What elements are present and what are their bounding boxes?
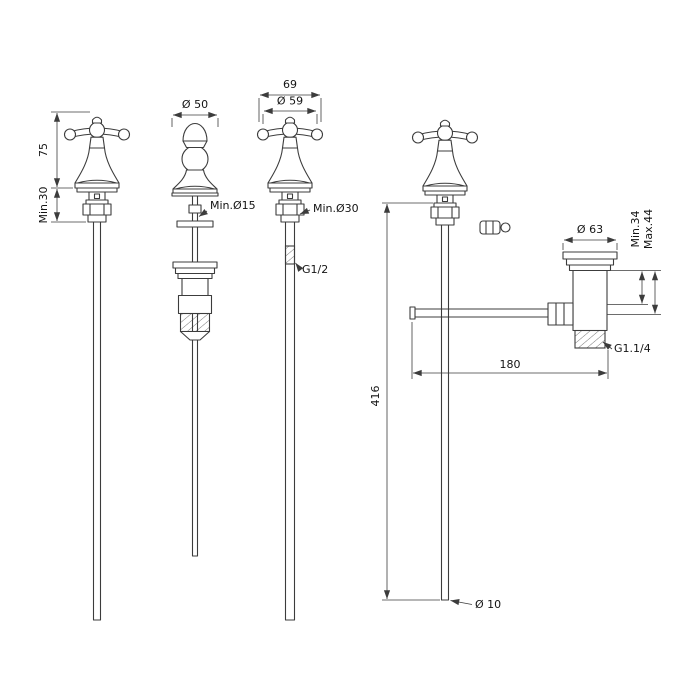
drain-thread (574, 329, 606, 349)
dim-d50: Ø 50 (171, 98, 219, 127)
drain-flange-1 (562, 251, 618, 260)
right-valve-handle (256, 116, 324, 193)
dim-d50-label: Ø 50 (182, 98, 208, 111)
dim-min-d15-leader (198, 209, 208, 217)
waste-tail-rod (191, 339, 199, 557)
dim-g114-label: G1.1/4 (614, 342, 651, 355)
left-valve-rod (92, 221, 102, 621)
dim-min-d30-leader (299, 207, 311, 215)
pipe-compression-nut (547, 302, 574, 326)
waste-flange-2 (174, 267, 216, 275)
left-valve-base (82, 191, 112, 223)
waste-thread (179, 312, 211, 333)
dim-min-d30: Min.Ø30 (299, 202, 359, 215)
right-valve-base (275, 191, 305, 223)
dim-min34-label: Min.34 (629, 210, 642, 247)
dim-min30-label: Min.30 (37, 186, 50, 223)
pipe-end-cap (409, 306, 416, 320)
dim-g12-leader (295, 262, 304, 272)
dim-min30: Min.30 (37, 186, 86, 224)
dim-max44-label: Max.44 (642, 209, 655, 249)
waste-body (177, 294, 213, 315)
right-valve-thread (284, 245, 296, 265)
spout-assembly (171, 122, 219, 197)
dim-d10: Ø 10 (450, 598, 501, 611)
popup-knob (188, 204, 202, 214)
dim-g12-label: G1/2 (302, 263, 328, 276)
left-valve-handle (63, 116, 131, 193)
dim-d59: Ø 59 (262, 95, 318, 124)
dim-min-d15-label: Min.Ø15 (210, 199, 256, 212)
dim-69: 69 (258, 78, 322, 122)
connector-body (479, 220, 501, 235)
dim-75-label: 75 (37, 143, 50, 157)
dim-g12: G1/2 (295, 262, 328, 276)
waste-flange-3 (177, 272, 213, 280)
dim-max44: Max.44 (607, 209, 661, 315)
rear-handle-base (430, 194, 460, 226)
dim-180: 180 (411, 322, 609, 379)
popup-waste (172, 195, 218, 557)
right-valve-rod (284, 221, 296, 621)
drain-flange-2 (565, 258, 615, 266)
spout-dome (182, 122, 208, 142)
drain-flange-3 (568, 264, 612, 272)
dim-d10-label: Ø 10 (475, 598, 501, 611)
spout-bell-skirt-line (175, 185, 215, 190)
dim-69-label: 69 (283, 78, 297, 91)
waste-flange-1 (172, 261, 218, 269)
dim-416: 416 (369, 202, 440, 601)
dim-75: 75 (37, 111, 90, 189)
popup-lever (176, 220, 214, 228)
drain-body (572, 269, 608, 332)
dim-g114-leader (602, 341, 613, 350)
dim-d63: Ø 63 (562, 223, 618, 250)
spout-ball (181, 145, 209, 173)
dim-g114: G1.1/4 (602, 341, 651, 355)
dim-min34: Min.34 (607, 210, 661, 305)
dim-d10-leader (450, 599, 473, 606)
wall-mount-assembly (409, 119, 618, 601)
dim-min-d15: Min.Ø15 (198, 199, 256, 217)
connector-eye (500, 222, 511, 233)
right-valve (256, 116, 324, 621)
spout-flange-upper (172, 188, 218, 194)
dim-min-d30-label: Min.Ø30 (313, 202, 359, 215)
rear-handle (411, 119, 479, 196)
waste-cone (179, 330, 211, 341)
dim-d59-label: Ø 59 (277, 95, 303, 108)
dim-d63-label: Ø 63 (577, 223, 603, 236)
dim-180-label: 180 (500, 358, 521, 371)
pull-rod (440, 224, 450, 601)
left-valve (63, 116, 131, 621)
spout-neck (182, 140, 208, 149)
waste-neck (181, 277, 209, 297)
dim-416-label: 416 (369, 386, 382, 407)
